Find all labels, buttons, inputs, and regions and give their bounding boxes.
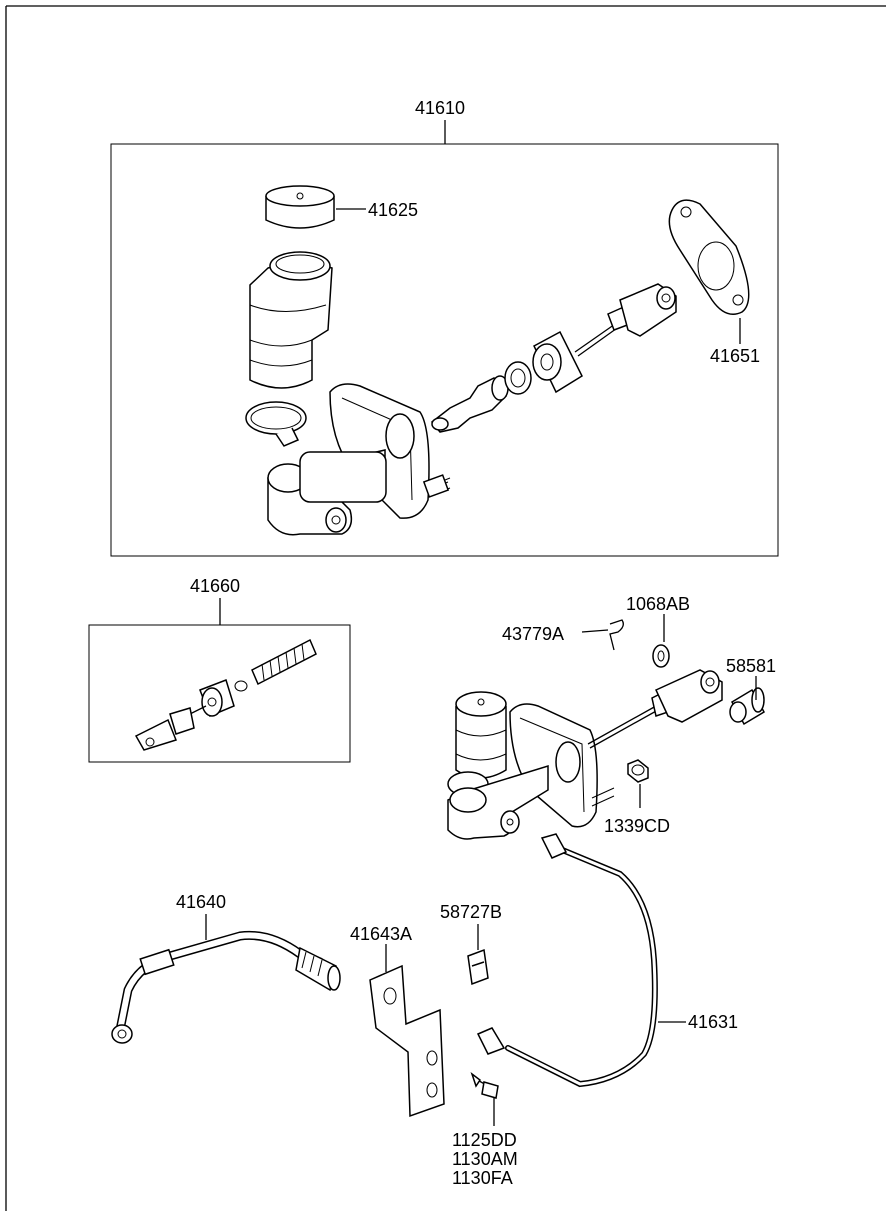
push-rod-part [574,283,677,357]
label-41660: 41660 [190,576,240,596]
piston-part [430,375,509,433]
clamp-ring-part [245,401,307,447]
label-41643A: 41643A [350,924,412,944]
label-1130FA: 1130FA [452,1168,513,1188]
seal-part [504,361,532,395]
label-1125DD: 1125DD [452,1130,517,1150]
label-41625: 41625 [368,200,418,220]
split-pin-part [609,619,624,651]
gasket-part [668,199,750,315]
label-43779A: 43779A [502,624,564,644]
clip-part [467,948,489,986]
label-41610: 41610 [415,98,465,118]
repair-kit-parts [134,638,317,751]
boot-part [532,330,583,394]
bracket-part [369,964,445,1118]
clevis-pin-part [729,687,766,726]
bolt-part [470,1071,499,1099]
nut-part [627,759,649,783]
label-41631: 41631 [688,1012,738,1032]
hose-part [111,930,341,1044]
master-cylinder-body-part [267,383,451,536]
label-58727B: 58727B [440,902,502,922]
label-58581: 58581 [726,656,776,676]
assembled-master-cylinder-part [447,669,723,840]
leader-43779A [581,629,609,633]
label-1339CD: 1339CD [604,816,670,836]
washer-part [652,644,670,668]
reservoir-cap-part [265,185,335,229]
tube-part [476,833,658,1088]
label-41651: 41651 [710,346,760,366]
label-1068AB: 1068AB [626,594,690,614]
label-41640: 41640 [176,892,226,912]
label-1130AM: 1130AM [452,1149,518,1169]
reservoir-body-part [249,251,333,389]
